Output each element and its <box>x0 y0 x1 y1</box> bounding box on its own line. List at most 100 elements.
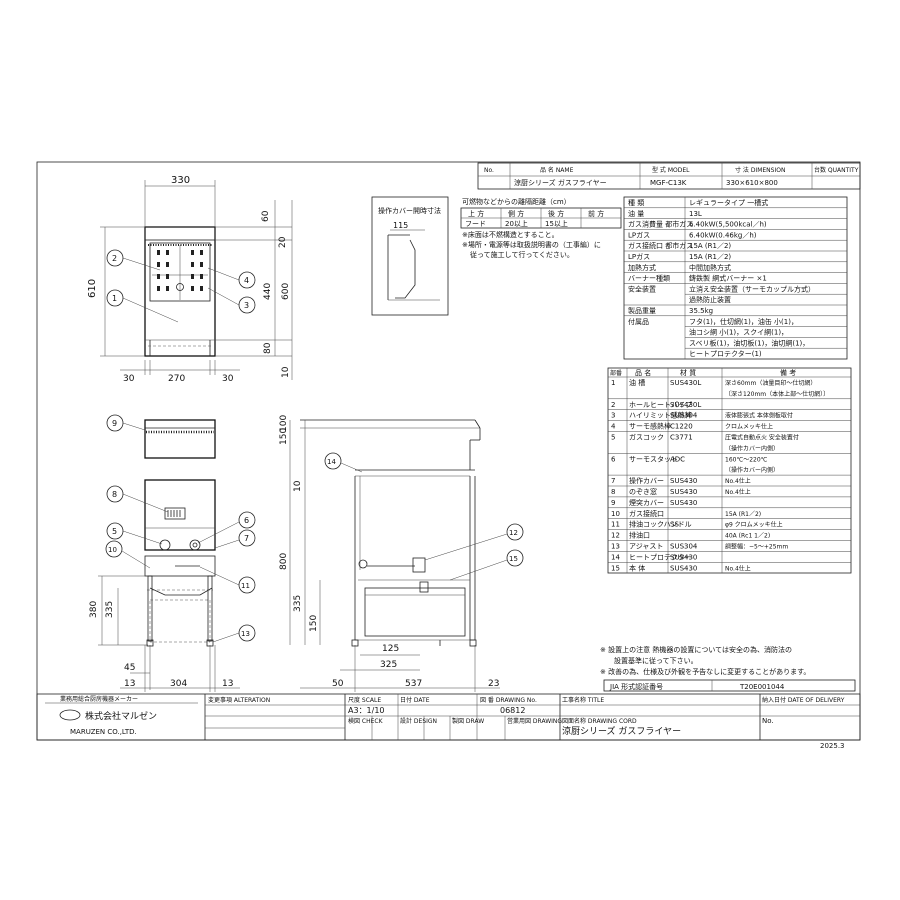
header-name: 品 名 NAME <box>540 166 574 174</box>
title-block: 業務用総合厨房機器メーカー 株式会社マルゼン MARUZEN CO.,LTD. … <box>36 693 861 750</box>
part-note: （操作カバー内側） <box>725 444 779 452</box>
part-name: 排油口 <box>629 531 650 540</box>
spec-value: 油コシ網 小(1)，スクイ網(1)， <box>689 328 788 337</box>
part-name: アジャスト <box>629 543 663 551</box>
part-note: No.4仕上 <box>725 488 751 496</box>
dim-270: 270 <box>168 374 185 384</box>
part-material: SUS430 <box>670 553 697 561</box>
callout-9: 9 <box>112 419 117 428</box>
part-note: 調整幅：−5〜+25mm <box>725 543 788 551</box>
part-name: 本 体 <box>629 563 645 572</box>
callout-6: 6 <box>244 516 249 525</box>
parts-h-mat: 材 質 <box>680 368 696 377</box>
check-label: 検図 CHECK <box>348 717 384 725</box>
part-note: φ9 クロムメッキ仕上 <box>725 521 783 529</box>
header-quantity: 台数 QUANTITY <box>814 166 859 174</box>
dim-45: 45 <box>124 663 135 673</box>
part-material: SS <box>670 521 679 529</box>
clearance-h-top: 上 方 <box>468 209 484 218</box>
clearance-table: 可燃物などからの離隔距離（cm） 上 方 側 方 後 方 前 方 フード 20以… <box>460 197 622 259</box>
part-note: 圧電式自動点火 安全装置付 <box>725 434 799 442</box>
title-label: 工事名称 TITLE <box>562 696 604 704</box>
parts-h-name: 品 名 <box>635 368 651 377</box>
part-material: ADC <box>670 455 685 463</box>
clearance-h-side: 側 方 <box>508 209 524 218</box>
part-note: 深さ60mm（油量目印〜仕切網） <box>725 379 816 387</box>
header-model: 型 式 MODEL <box>652 166 690 174</box>
part-material: C3771 <box>670 434 693 442</box>
dim-30b: 30 <box>222 374 234 384</box>
header-table: No. 品 名 NAME 型 式 MODEL 寸 法 DIMENSION 台数 … <box>477 162 861 190</box>
callout-15: 15 <box>509 555 518 563</box>
product-name: 涼厨シリーズ ガスフライヤー <box>514 178 607 187</box>
part-name: 排油コックハンドル <box>629 520 692 529</box>
product-model: MGF-C13K <box>650 179 687 187</box>
dim-125: 125 <box>382 644 399 654</box>
part-material: C1220 <box>670 423 693 431</box>
note-2: 設置基準に従って下さい。 <box>614 656 698 665</box>
dim-440: 440 <box>263 283 273 300</box>
part-no: 7 <box>611 477 615 485</box>
part-note: No.4仕上 <box>725 477 751 485</box>
dim-100: 100 <box>279 415 289 432</box>
callout-4: 4 <box>244 276 249 285</box>
spec-label: 種 類 <box>628 198 644 207</box>
header-no: No. <box>484 167 494 174</box>
no-label: No. <box>762 717 774 725</box>
part-name: ガス接続口 <box>629 509 664 518</box>
part-material: SUS430L <box>670 401 701 409</box>
sales-label: 営業用図 DRAWING <box>507 717 562 725</box>
dim-600: 600 <box>281 283 291 300</box>
jia-label: JIA 形式認証番号 <box>609 682 663 691</box>
dim-150-side: 150 <box>309 615 319 632</box>
dim-610: 610 <box>87 279 98 298</box>
org-label: 業務用総合厨房機器メーカー <box>60 695 138 703</box>
callout-2: 2 <box>112 254 117 263</box>
dim-380: 380 <box>89 601 99 618</box>
part-no: 13 <box>611 543 620 551</box>
side-view <box>300 419 481 647</box>
spec-value: 鋳鉄製 網式バーナー ×1 <box>689 274 767 283</box>
design-label: 設計 DESIGN <box>400 717 437 725</box>
spec-label: LPガス <box>628 230 650 239</box>
part-no: 11 <box>611 521 620 529</box>
part-name: ハイリミット感熱棒 <box>629 411 692 420</box>
delivery-label: 納入日付 DATE OF DELIVERY <box>762 696 845 704</box>
part-note: 40A (Rc1 1／2) <box>725 533 770 540</box>
alteration-label: 変更事項 ALTERATION <box>208 696 270 704</box>
year: 2025.3 <box>820 742 845 750</box>
part-note: No.4仕上 <box>725 564 751 572</box>
part-name: ヒートプロテクター <box>629 552 692 561</box>
part-no: 9 <box>611 499 615 507</box>
spec-label: バーナー種類 <box>628 274 670 283</box>
spec-label: 安全装置 <box>628 284 656 293</box>
scale-label: 尺度 SCALE <box>348 696 381 704</box>
product-dimension: 330×610×800 <box>726 179 778 187</box>
dim-330: 330 <box>171 175 190 186</box>
cover-box-dim: 115 <box>393 221 408 230</box>
part-no: 15 <box>611 564 620 572</box>
jia-value: T20E001044 <box>739 683 785 691</box>
spec-label: ガス消費量 都市ガス <box>628 220 693 229</box>
drawing-no: 06812 <box>500 706 525 715</box>
part-material: SUS430L <box>670 379 701 387</box>
spec-label: LPガス <box>628 252 650 261</box>
dim-325: 325 <box>380 660 397 670</box>
dim-20: 20 <box>278 236 288 248</box>
part-no: 2 <box>611 401 615 409</box>
part-no: 5 <box>611 434 615 442</box>
front-top-dimensions: 330 610 60 20 440 600 80 10 30 270 30 <box>87 175 293 384</box>
dim-304: 304 <box>170 679 187 689</box>
part-name: ホールヒートパイプ <box>629 401 692 409</box>
notes: ※ 設置上の注意 熱機器の設置については安全の為、消防法の 設置基準に従って下さ… <box>600 645 856 692</box>
callout-13: 13 <box>241 630 250 638</box>
clearance-title: 可燃物などからの離隔距離（cm） <box>462 197 571 206</box>
spec-label: 製品重量 <box>628 306 656 315</box>
callout-5: 5 <box>112 527 117 536</box>
part-material: SUS430 <box>670 477 697 485</box>
note-1: ※ 設置上の注意 熱機器の設置については安全の為、消防法の <box>600 645 792 654</box>
parts-h-note: 備 考 <box>780 368 796 377</box>
part-material: SUS430 <box>670 499 697 507</box>
cover-open-box: 操作カバー開時寸法 115 <box>371 196 449 316</box>
